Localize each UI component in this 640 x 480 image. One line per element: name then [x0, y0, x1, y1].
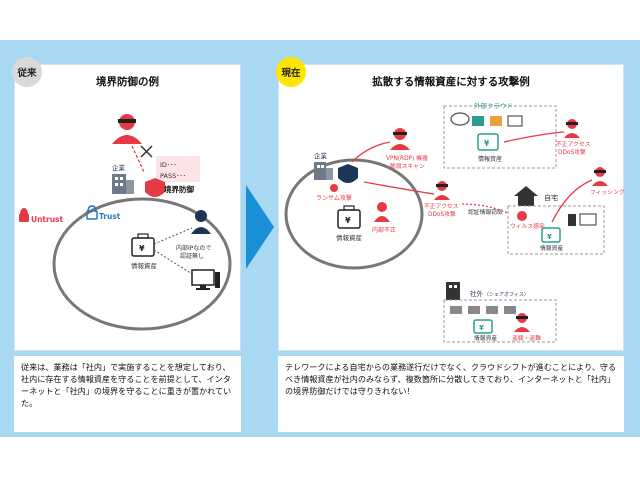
connection-line [153, 227, 193, 245]
svg-text:¥: ¥ [139, 244, 145, 253]
user-icon [191, 210, 211, 234]
attack-path-steal [461, 203, 511, 215]
computer-icon [191, 269, 220, 290]
home-briefcase-icon: ¥ [541, 227, 561, 243]
asset-label: 情報資産 [131, 261, 158, 270]
cloud-label: 外部クラウド [474, 101, 513, 110]
untrust-icon [19, 208, 29, 222]
title-current: 拡散する情報資産に対する攻撃例 [372, 76, 530, 88]
vpn-label-2: 脆弱スキャン [390, 162, 425, 170]
svg-text:¥: ¥ [484, 139, 490, 148]
home-pc-icon [579, 213, 597, 226]
blocked-icon [140, 145, 153, 158]
building-icon [112, 174, 134, 194]
outside-box [443, 299, 557, 343]
building-icon [314, 162, 333, 180]
outside-device-icon-1 [450, 306, 462, 314]
description-current: テレワークによる自宅からの業務遂行だけでなく、クラウドシフトが進むことにより、守… [278, 356, 624, 432]
attack-path-vpn [351, 141, 391, 163]
trust-label: Trust [99, 212, 121, 221]
cloud-app-icon [472, 116, 484, 126]
insider-label: 内部不正 [372, 226, 396, 234]
home-label: 自宅 [544, 193, 558, 202]
outside-asset-label: 情報資産 [474, 334, 497, 342]
outside-device-icon-4 [504, 306, 516, 314]
network-boundary [52, 197, 232, 331]
credential-box [156, 156, 200, 182]
svg-text:¥: ¥ [547, 233, 552, 241]
id-text: ID･･･ [160, 161, 177, 169]
attacker-icon-2 [434, 181, 450, 200]
cloud-icon [450, 112, 470, 126]
transition-arrow [246, 185, 274, 269]
badge-current: 現在 [276, 57, 306, 87]
attacker-icon [390, 128, 410, 150]
diagram-current: 企業 ランサム攻撃 ¥ 情報資産 内部不正 VPN(RDP) 機器 脆弱スキャン… [284, 101, 624, 343]
unauth-label-2: DDoS攻撃 [428, 210, 456, 218]
outside-briefcase-icon: ¥ [473, 319, 493, 334]
vpn-label-1: VPN(RDP) 機器 [386, 154, 428, 162]
cloud-attack-label-1: 不正アクセス [556, 141, 591, 148]
asset-label: 情報資産 [336, 233, 363, 242]
outside-device-icon-2 [468, 306, 480, 314]
unauth-label-1: 不正アクセス [424, 203, 459, 210]
connection-line-2 [153, 249, 193, 275]
trust-icon [86, 205, 98, 220]
briefcase-icon: ¥ [131, 233, 155, 257]
outside-device-icon-3 [486, 306, 498, 314]
svg-text:¥: ¥ [345, 216, 351, 225]
diagram-traditional: ID･･･ PASS･･･ 企業 境界防御 Untrust Trust ¥ 情報… [19, 114, 232, 331]
outside-sub-label: （シェアオフィス） [484, 292, 529, 298]
virus-label: ウィルス感染 [510, 222, 545, 230]
description-traditional: 従来は、業務は「社内」で実施することを想定しており、社内に存在する情報資産を守る… [14, 356, 241, 432]
untrust-label: Untrust [31, 215, 64, 224]
title-traditional: 境界防御の例 [96, 76, 159, 88]
theft-attacker-icon [514, 313, 530, 332]
attack-path [131, 145, 145, 173]
cloud-attacker-icon [564, 119, 580, 138]
phishing-label: フィッシング [590, 188, 624, 196]
home-asset-label: 情報資産 [540, 244, 563, 252]
ransom-label: ランサム攻撃 [316, 194, 352, 202]
steal-label: 認証情報窃取 [468, 208, 503, 216]
shield-icon [338, 164, 358, 183]
home-virus-icon [517, 211, 527, 221]
cloud-asset-label: 情報資産 [478, 155, 502, 163]
phishing-attacker-icon [592, 167, 608, 186]
home-phone-icon [568, 214, 576, 226]
cloud-attack-label-2: DDoS攻撃 [558, 148, 586, 156]
outside-building-icon [446, 282, 460, 300]
briefcase-icon: ¥ [337, 205, 361, 229]
attack-path-cloud [503, 131, 565, 143]
insider-icon [374, 202, 390, 222]
outside-label: 社外 [470, 289, 484, 298]
pass-text: PASS･･･ [160, 172, 186, 180]
badge-traditional: 従来 [12, 57, 42, 87]
no-auth-text-1: 内部IPなので [176, 244, 211, 252]
theft-label: 盗聴・盗難 [512, 334, 541, 342]
border-label: 境界防御 [164, 184, 194, 194]
cloud-briefcase-icon: ¥ [477, 133, 499, 151]
company-label: 企業 [112, 163, 126, 172]
home-icon [514, 186, 538, 206]
attack-path-unauth [363, 181, 435, 195]
no-auth-text-2: 認証無し [180, 252, 204, 260]
virus-icon [330, 184, 338, 192]
cloud-folder-icon [490, 116, 502, 126]
attack-path-phishing [551, 179, 593, 223]
svg-text:¥: ¥ [479, 324, 484, 332]
panel-traditional [14, 64, 241, 351]
attacker-icon [112, 114, 142, 144]
shield-icon [145, 178, 165, 197]
company-label: 企業 [314, 151, 328, 160]
cloud-monitor-icon [507, 115, 523, 127]
